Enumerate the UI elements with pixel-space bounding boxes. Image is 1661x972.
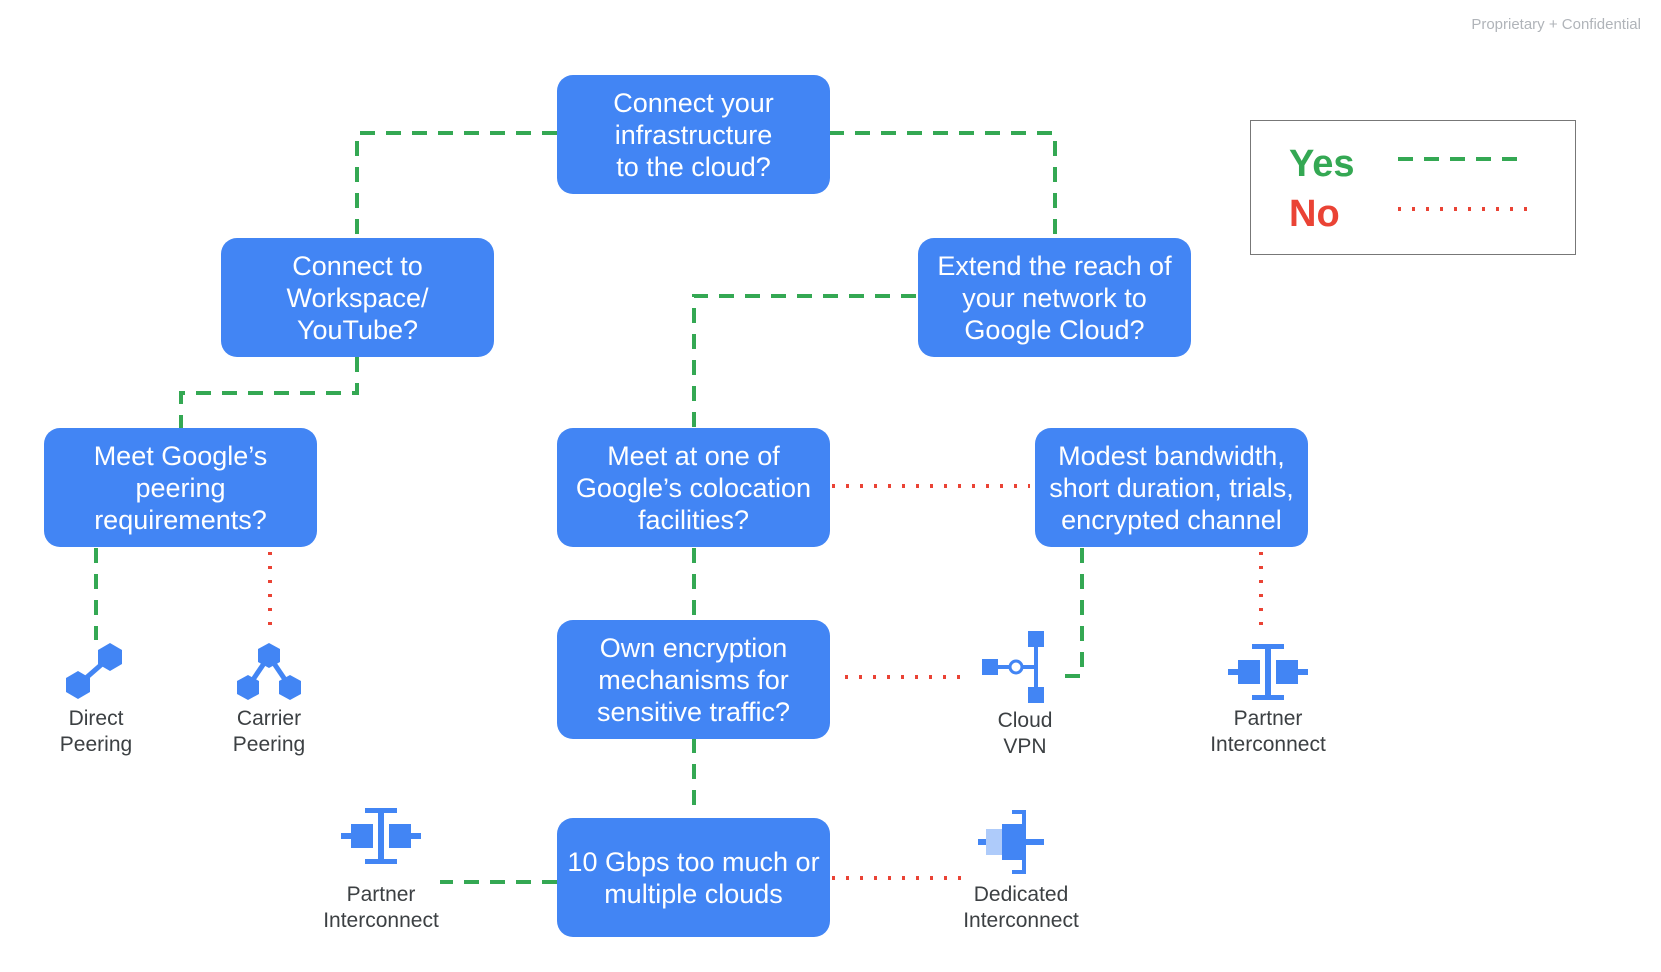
legend: Yes No xyxy=(1250,120,1576,255)
yes-line-infra-extend xyxy=(829,131,1057,238)
cloud-vpn-label: Cloud VPN xyxy=(997,709,1053,758)
partner-interconnect-icon xyxy=(341,808,421,864)
node-own-encryption: Own encryption mechanisms for sensitive … xyxy=(557,620,830,739)
node-10gbps: 10 Gbps too much or multiple clouds xyxy=(557,818,830,937)
node-colocation: Meet at one of Google’s colocation facil… xyxy=(557,428,830,547)
node-connect-workspace: Connect to Workspace/ YouTube? xyxy=(221,238,494,357)
legend-swatches xyxy=(1398,157,1529,211)
direct-peering-label: Direct Peering xyxy=(59,707,133,756)
yes-line-modest-vpn xyxy=(1054,548,1084,678)
yes-line-workspace-peering xyxy=(179,357,359,428)
cloud-vpn-icon xyxy=(982,631,1044,703)
node-modest-bandwidth: Modest bandwidth, short duration, trials… xyxy=(1035,428,1308,547)
carrier-peering-label: Carrier Peering xyxy=(232,707,306,756)
legend-yes-label: Yes xyxy=(1289,143,1355,185)
node-extend-reach: Extend the reach of your network to Goog… xyxy=(918,238,1191,357)
dedicated-interconnect-label: Dedicated Interconnect xyxy=(963,883,1079,932)
partner-interconnect-icon xyxy=(1228,644,1308,700)
yes-line-extend-colocation xyxy=(692,294,916,428)
node-connect-infrastructure: Connect your infrastructure to the cloud… xyxy=(557,75,830,194)
direct-peering-icon xyxy=(66,643,122,699)
node-peering-requirements: Meet Google’s peering requirements? xyxy=(44,428,317,547)
partner-interconnect-right-label: Partner Interconnect xyxy=(1210,707,1326,756)
partner-interconnect-bottom-label: Partner Interconnect xyxy=(323,883,439,932)
carrier-peering-icon xyxy=(237,643,301,700)
legend-no-label: No xyxy=(1289,193,1340,235)
no-connectors xyxy=(268,484,1263,880)
yes-line-infra-workspace xyxy=(355,131,557,238)
yes-connectors xyxy=(94,131,1084,884)
dedicated-interconnect-icon xyxy=(978,810,1044,874)
confidential-label: Proprietary + Confidential xyxy=(1471,16,1641,33)
